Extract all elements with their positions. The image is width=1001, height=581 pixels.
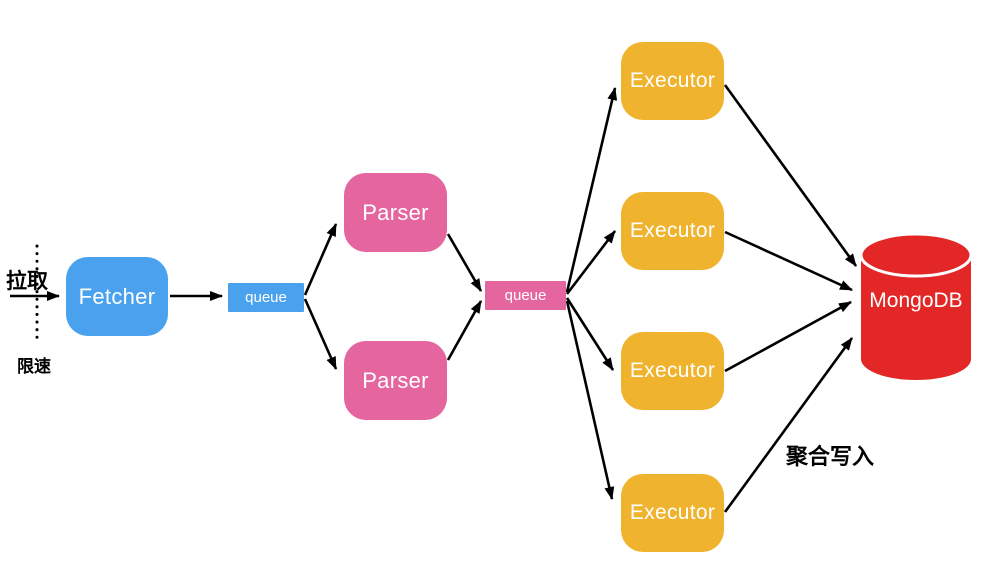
- fetch-queue-node: queue: [228, 283, 304, 312]
- mongodb-label: MongoDB: [869, 289, 963, 312]
- executor-node-3: Executor: [621, 332, 724, 410]
- arrow-executor-1-to-mongodb: [723, 84, 858, 267]
- executor-node-2: Executor: [621, 192, 724, 270]
- arrow-executor-3-to-mongodb: [724, 300, 852, 373]
- arrow-queue2-to-executor-2: [565, 230, 617, 295]
- parser-node-bottom: Parser: [344, 341, 447, 420]
- pull-label: 拉取: [6, 270, 48, 293]
- parser-node-top: Parser: [344, 173, 447, 252]
- fetcher-node: Fetcher: [66, 257, 168, 336]
- arrow-queue-to-parser-bottom: [303, 298, 338, 370]
- executor-node-1: Executor: [621, 42, 724, 120]
- executor-node-4: Executor: [621, 474, 724, 552]
- rate-limit-label: 限速: [17, 357, 51, 376]
- arrow-parser-top-to-queue2: [446, 233, 483, 292]
- aggregate-write-label: 聚合写入: [786, 444, 875, 469]
- arrow-queue2-to-executor-3: [565, 297, 615, 371]
- arrow-executor-4-to-mongodb: [723, 337, 854, 513]
- arrow-executor-2-to-mongodb: [724, 230, 853, 292]
- arrow-queue2-to-executor-1: [565, 87, 618, 293]
- arrow-queue-to-parser-top: [303, 223, 338, 296]
- parse-queue-node: queue: [485, 281, 566, 310]
- mongodb-cylinder: [859, 232, 973, 380]
- arrow-queue2-to-executor-4: [565, 300, 615, 500]
- arrow-parser-bottom-to-queue2: [446, 300, 483, 361]
